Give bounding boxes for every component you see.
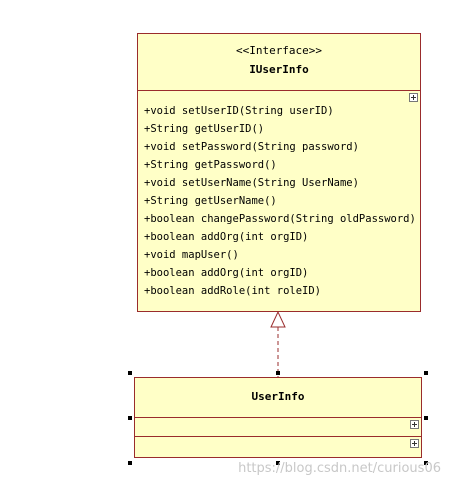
selection-handle-bottom-right[interactable] — [424, 461, 428, 465]
stereotype-label: <<Interface>> — [235, 44, 323, 57]
operations-list: +void setUserID(String userID) +String ge… — [144, 102, 416, 300]
implementation-class-name: UserInfo — [251, 390, 305, 403]
attributes-divider — [135, 417, 421, 418]
interface-class-name: IUserInfo — [249, 63, 309, 76]
operation-item: +void setPassword(String password) — [144, 141, 359, 153]
operation-item: +void mapUser() — [144, 249, 239, 261]
operation-item: +String getUserName() — [144, 195, 277, 207]
selection-handle-top-left[interactable] — [128, 371, 132, 375]
operation-item: +boolean addOrg(int orgID) — [144, 267, 309, 279]
selection-handle-top-right[interactable] — [424, 371, 428, 375]
expand-attributes-icon[interactable] — [410, 420, 419, 429]
interface-class-box[interactable]: <<Interface>> IUserInfo +void setUserID(… — [137, 33, 421, 312]
expand-operations-icon[interactable] — [410, 439, 419, 448]
watermark-text: https://blog.csdn.net/curious06 — [238, 461, 441, 476]
selection-handle-middle-right[interactable] — [424, 416, 428, 420]
operation-item: +String getPassword() — [144, 159, 277, 171]
operation-item: +String getUserID() — [144, 123, 265, 135]
section-divider — [138, 90, 420, 91]
operation-item: +boolean addOrg(int orgID) — [144, 231, 309, 243]
operation-item: +void setUserName(String UserName) — [144, 177, 359, 189]
operations-divider — [135, 436, 421, 437]
operation-item: +void setUserID(String userID) — [144, 105, 334, 117]
selection-handle-middle-left[interactable] — [128, 416, 132, 420]
selection-handle-bottom-center[interactable] — [276, 461, 280, 465]
hollow-triangle-arrowhead-icon — [270, 310, 286, 328]
implementation-class-box[interactable]: UserInfo — [134, 377, 422, 458]
operation-item: +boolean changePassword(String oldPasswo… — [144, 213, 416, 225]
expand-section-icon[interactable] — [409, 93, 418, 102]
selection-handle-bottom-left[interactable] — [128, 461, 132, 465]
operation-item: +boolean addRole(int roleID) — [144, 285, 322, 297]
selection-handle-top-center[interactable] — [276, 371, 280, 375]
